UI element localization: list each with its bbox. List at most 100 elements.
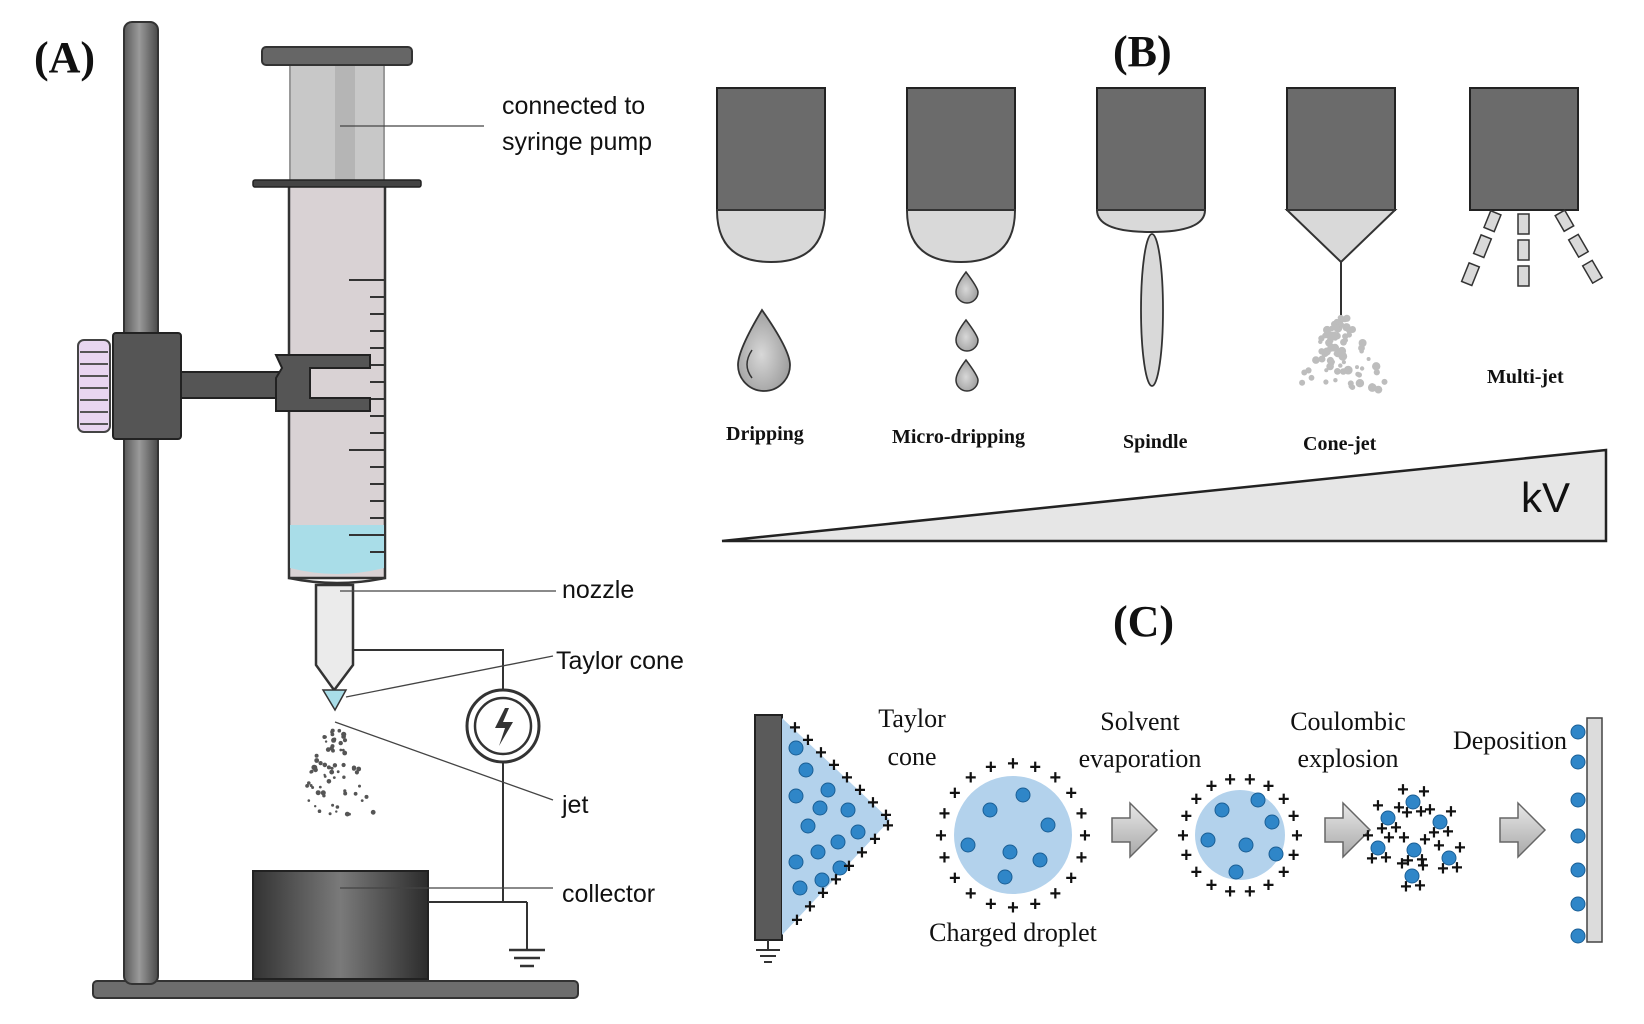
spray-dot	[1312, 356, 1320, 364]
particle	[1250, 792, 1266, 808]
charge-plus: +	[1029, 894, 1041, 916]
spray-dot	[1322, 347, 1331, 356]
charge-plus: +	[1415, 801, 1427, 823]
panel-a-apparatus	[77, 21, 579, 999]
spray-dot	[1381, 378, 1388, 385]
spray-dot	[326, 779, 332, 784]
spray-dot	[1348, 383, 1354, 389]
charge-plus: +	[1177, 825, 1189, 847]
spray-dot	[322, 762, 328, 768]
process-arrow-3	[1499, 801, 1547, 859]
particle	[792, 880, 808, 896]
syringe-liquid	[290, 525, 384, 574]
charge-plus: +	[880, 805, 892, 827]
particle	[1268, 846, 1284, 862]
plunger-cap	[261, 46, 413, 66]
spray-dot	[330, 766, 334, 770]
particle	[960, 837, 976, 853]
deposition-substrate	[1586, 717, 1603, 943]
particle	[1214, 802, 1230, 818]
label-taylor-line1: Taylor	[878, 704, 946, 733]
spray-dot	[330, 728, 335, 733]
charge-plus: +	[1372, 795, 1384, 817]
panel-c-mechanism: ++++++++++++++++++++++++++++++++++++++++…	[754, 714, 1603, 963]
charge-plus: +	[789, 717, 801, 739]
charge-plus: +	[1416, 849, 1428, 871]
spray-dot	[1323, 379, 1329, 385]
charge-plus: +	[949, 783, 961, 805]
particle	[814, 872, 830, 888]
particle	[1380, 810, 1396, 826]
charge-plus: +	[802, 730, 814, 752]
spray-dot	[343, 789, 347, 793]
label-coulombic-line2: explosion	[1297, 744, 1399, 773]
circuit-wires	[353, 649, 528, 950]
particle	[1570, 828, 1586, 844]
spray-dot	[1318, 355, 1326, 363]
ground-icon	[509, 948, 545, 968]
charge-plus: +	[1401, 802, 1413, 824]
spray-dot	[341, 762, 346, 768]
spray-dot	[318, 785, 322, 789]
spray-dot	[307, 781, 311, 785]
spray-dot	[1343, 314, 1351, 322]
panel-b-spray-modes	[715, 87, 1608, 543]
charge-plus: +	[1079, 825, 1091, 847]
spray-dot	[314, 805, 317, 808]
spray-dot	[1334, 368, 1341, 375]
particle	[1405, 794, 1421, 810]
spray-dot	[1318, 335, 1325, 342]
spray-dot	[358, 784, 361, 788]
charge-plus: +	[965, 883, 977, 905]
charge-plus: +	[1433, 835, 1445, 857]
particle	[840, 802, 856, 818]
charge-plus: +	[1393, 797, 1405, 819]
particle	[800, 818, 816, 834]
label-cone-jet: Cone-jet	[1303, 433, 1377, 455]
charge-plus: +	[1390, 817, 1402, 839]
label-syringe-pump-line1: connected to	[502, 92, 646, 120]
spray-dot	[1327, 331, 1337, 341]
particle	[850, 824, 866, 840]
spray-dot	[332, 776, 336, 779]
spray-dot	[356, 766, 362, 772]
particle	[1370, 840, 1386, 856]
spray-dot	[1355, 371, 1361, 377]
spray-dot	[315, 790, 321, 796]
collector	[252, 870, 429, 980]
charge-plus: +	[1288, 806, 1300, 828]
charge-plus: +	[1278, 862, 1290, 884]
charge-plus: +	[1419, 829, 1431, 851]
charge-plus: +	[1366, 848, 1378, 870]
spray-dot	[332, 763, 338, 768]
spray-dot	[329, 746, 334, 751]
capillary-electrode	[754, 714, 783, 941]
spray-dot	[320, 790, 326, 796]
label-spindle: Spindle	[1123, 431, 1188, 453]
charge-plus: +	[1244, 769, 1256, 791]
particle	[1264, 814, 1280, 830]
particle	[1570, 862, 1586, 878]
spray-dot	[1338, 363, 1343, 368]
spray-dot	[1326, 362, 1334, 371]
charge-plus: +	[1029, 757, 1041, 779]
particle	[1404, 868, 1420, 884]
spray-dot	[1358, 339, 1367, 347]
charge-plus: +	[1376, 818, 1388, 840]
charge-plus: +	[1190, 788, 1202, 810]
clamp-arm	[180, 371, 280, 399]
charge-plus: +	[1445, 801, 1457, 823]
nozzle	[314, 583, 355, 692]
label-solvent-line1: Solvent	[1100, 707, 1180, 736]
particle	[997, 869, 1013, 885]
charge-plus: +	[1206, 874, 1218, 896]
particle	[832, 860, 848, 876]
charge-plus: +	[867, 792, 879, 814]
spray-dot	[331, 803, 335, 807]
charge-plus: +	[1181, 845, 1193, 867]
spray-dot	[1338, 321, 1344, 328]
syringe-holder	[274, 354, 371, 412]
charge-plus: +	[1263, 874, 1275, 896]
